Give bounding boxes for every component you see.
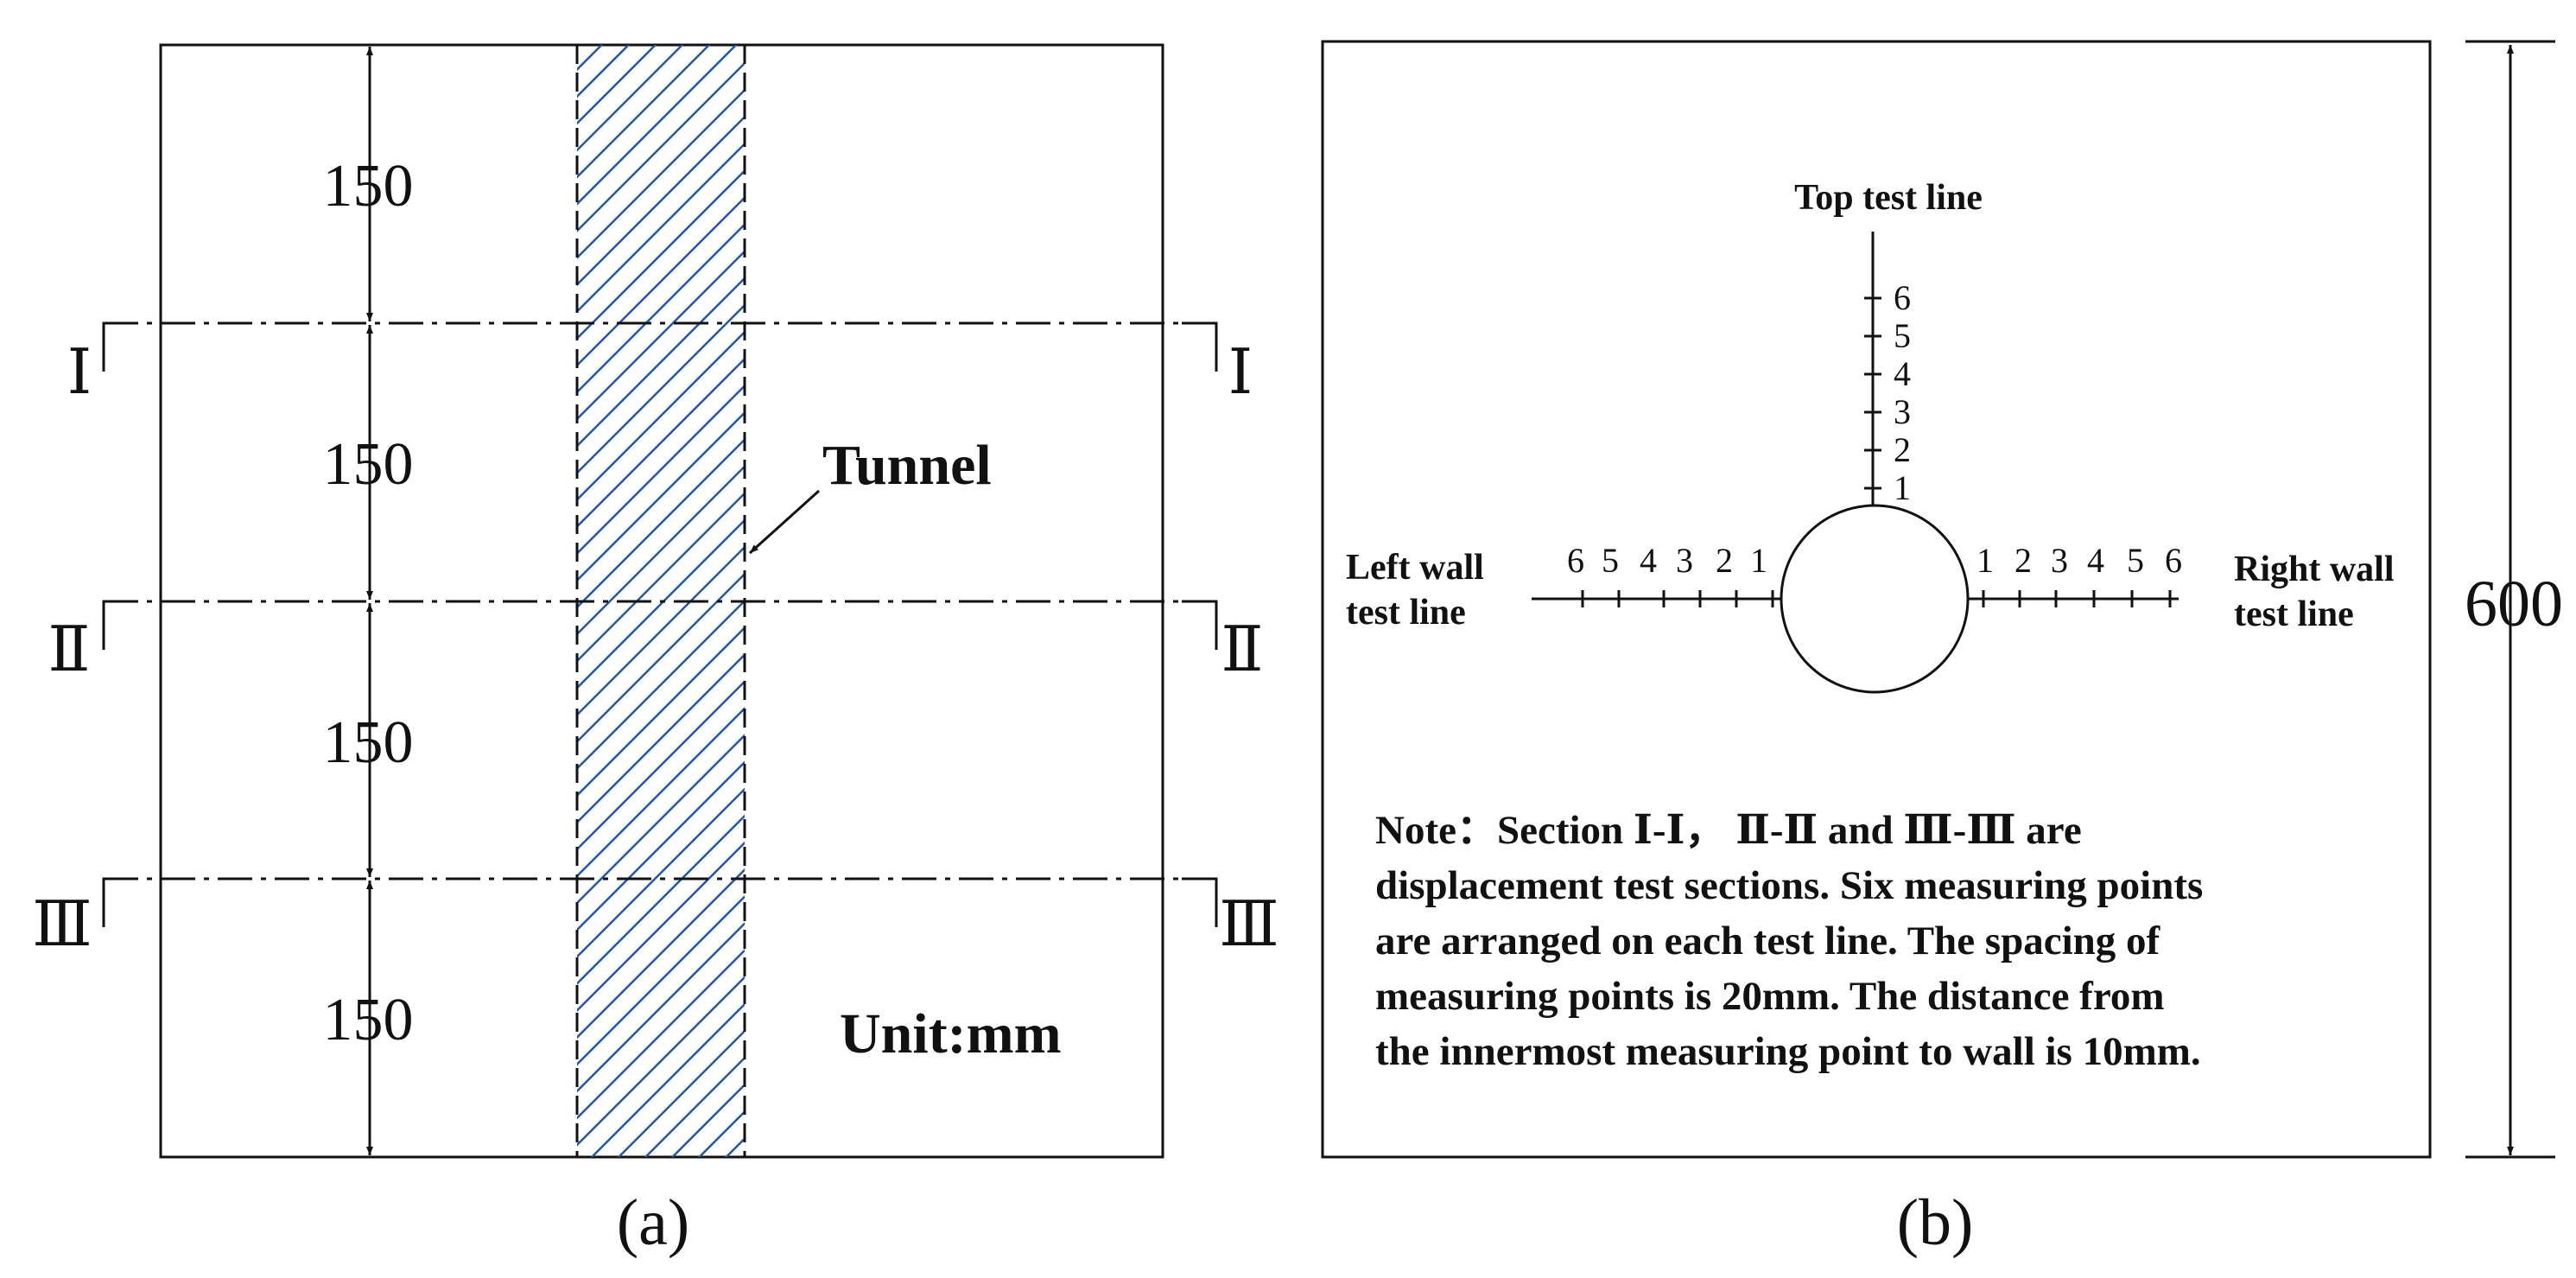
left-point-4: 4 [1640, 541, 1657, 580]
caption-a: (a) [617, 1186, 689, 1259]
left-point-5: 5 [1602, 541, 1619, 580]
top-point-6: 6 [1894, 278, 1911, 317]
height-dimension-label: 600 [2465, 568, 2563, 640]
dim-label-4: 150 [323, 987, 414, 1053]
dim-label-2: 150 [323, 431, 414, 498]
caption-b: (b) [1897, 1186, 1974, 1259]
section-lines [102, 321, 1218, 927]
top-point-1: 1 [1894, 468, 1911, 507]
section-3-left-label: Ⅲ [32, 890, 92, 959]
dim-label-1: 150 [323, 153, 414, 219]
model-section-boundary [1321, 40, 2432, 1159]
top-point-4: 4 [1894, 354, 1911, 393]
tunnel-label: Tunnel [822, 434, 992, 497]
left-point-2: 2 [1716, 541, 1733, 580]
right-point-2: 2 [2014, 541, 2032, 580]
panel-b: 600 [1321, 40, 2563, 1259]
left-test-line-label-2: test line [1346, 593, 1466, 633]
note-line-1: Note：Section Ⅰ-Ⅰ， Ⅱ-Ⅱ and Ⅲ-Ⅲ are [1375, 808, 2082, 853]
tunnel-cross-section [1780, 504, 1970, 694]
right-point-4: 4 [2087, 541, 2104, 580]
top-point-3: 3 [1894, 392, 1911, 431]
note-line-5: the innermost measuring point to wall is… [1375, 1029, 2201, 1074]
section-3-right-label: Ⅲ [1219, 890, 1278, 959]
note-line-4: measuring points is 20mm. The distance f… [1375, 974, 2165, 1019]
section-1-left-label: Ⅰ [67, 338, 92, 407]
right-point-5: 5 [2127, 541, 2144, 580]
note-line-2: displacement test sections. Six measurin… [1375, 863, 2203, 908]
left-test-line-label-1: Left wall [1346, 548, 1484, 588]
right-point-1: 1 [1976, 541, 1994, 580]
top-point-2: 2 [1894, 430, 1911, 469]
measuring-point-ticks [1581, 296, 2172, 607]
dim-label-3: 150 [323, 709, 414, 776]
right-point-6: 6 [2165, 541, 2182, 580]
section-2-right-label: Ⅱ [1221, 615, 1264, 684]
left-point-3: 3 [1676, 541, 1693, 580]
right-test-line-label-1: Right wall [2234, 550, 2395, 589]
section-2-left-label: Ⅱ [48, 615, 91, 684]
top-point-5: 5 [1894, 316, 1911, 355]
note: Note：Section Ⅰ-Ⅰ， Ⅱ-Ⅱ and Ⅲ-Ⅲ are displa… [1375, 808, 2203, 1074]
top-test-line-label: Top test line [1794, 178, 1983, 218]
left-point-6: 6 [1567, 541, 1584, 580]
tunnel-leader [748, 489, 821, 555]
right-point-3: 3 [2051, 541, 2068, 580]
section-1-right-label: Ⅰ [1228, 338, 1253, 407]
right-test-line-label-2: test line [2234, 594, 2354, 634]
left-point-1: 1 [1750, 541, 1767, 580]
panel-a: 150 150 150 150 Ⅰ Ⅰ Ⅱ Ⅱ Ⅲ Ⅲ Tunnel Unit:… [32, 43, 1279, 1259]
unit-label: Unit:mm [840, 1002, 1062, 1065]
note-line-3: are arranged on each test line. The spac… [1375, 919, 2161, 963]
